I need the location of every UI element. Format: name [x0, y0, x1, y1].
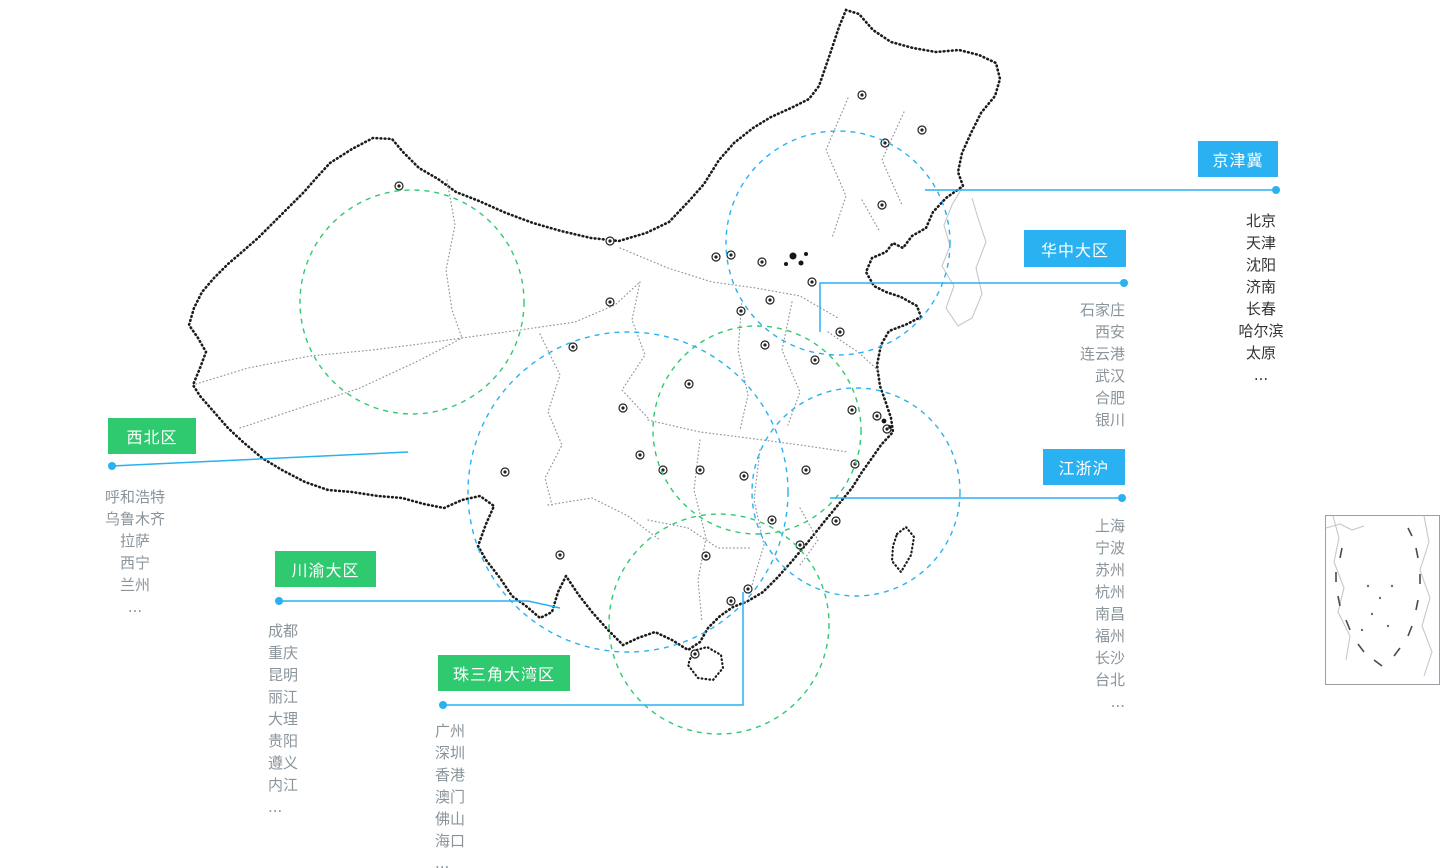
city-item: 佛山	[435, 810, 466, 828]
city-item: 乌鲁木齐	[104, 510, 165, 528]
city-item: 大理	[268, 710, 299, 728]
city-item: 连云港	[1079, 345, 1125, 363]
city-item: 广州	[435, 722, 466, 740]
city-item: 成都	[268, 622, 299, 640]
region-label-jiangzhehu[interactable]: 江浙沪	[1043, 449, 1125, 485]
more-indicator: ...	[127, 598, 143, 616]
neighbor-outlines	[941, 185, 987, 327]
city-item: 遵义	[268, 754, 299, 772]
city-list-jingjinji: 北京 天津 沈阳 济南 长春 哈尔滨 太原 ...	[1196, 210, 1326, 386]
city-item: 内江	[268, 776, 299, 794]
circle-xibei	[299, 189, 525, 415]
city-item: 拉萨	[119, 532, 150, 550]
more-indicator: ...	[268, 798, 283, 816]
city-item: 深圳	[435, 744, 466, 762]
city-item: 长春	[1245, 300, 1276, 318]
city-list-huazhong: 石家庄 西安 连云港 武汉 合肥 银川	[975, 299, 1125, 431]
taiwan-island	[890, 525, 916, 574]
city-list-xibei: 呼和浩特 乌鲁木齐 拉萨 西宁 兰州 ...	[70, 486, 200, 618]
city-item: 济南	[1245, 278, 1276, 296]
city-item: 重庆	[268, 644, 299, 662]
region-label-zhusanjiao[interactable]: 珠三角大湾区	[438, 655, 570, 691]
city-item: 银川	[1094, 411, 1125, 429]
city-markers	[394, 90, 927, 659]
city-item: 西安	[1094, 323, 1125, 341]
city-item: 武汉	[1094, 367, 1125, 385]
circle-chuanyu	[467, 331, 789, 653]
city-item: 呼和浩特	[104, 488, 165, 506]
region-label-xibei[interactable]: 西北区	[108, 418, 196, 454]
city-item: 昆明	[268, 666, 299, 684]
city-item: 宁波	[1094, 539, 1125, 557]
city-item: 长沙	[1094, 649, 1125, 667]
city-item: 哈尔滨	[1238, 322, 1284, 340]
south-china-sea-inset	[1325, 515, 1440, 685]
city-item: 沈阳	[1245, 256, 1276, 274]
city-item: 台北	[1094, 671, 1125, 689]
city-item: 西宁	[119, 554, 150, 572]
city-item: 澳门	[435, 788, 466, 806]
circle-jingjinji	[725, 130, 951, 356]
china-outline	[187, 8, 1002, 682]
city-item: 北京	[1245, 212, 1276, 230]
city-item: 苏州	[1094, 561, 1125, 579]
city-item: 丽江	[268, 688, 299, 706]
province-borders	[195, 97, 905, 623]
city-item: 杭州	[1094, 583, 1125, 601]
city-list-zhusanjiao: 广州 深圳 香港 澳门 佛山 海口 ...	[435, 720, 555, 868]
city-item: 天津	[1245, 234, 1276, 252]
region-label-jingjinji[interactable]: 京津冀	[1198, 141, 1278, 177]
region-label-chuanyu[interactable]: 川渝大区	[275, 551, 376, 587]
city-item: 太原	[1245, 344, 1276, 362]
city-item: 香港	[435, 766, 466, 784]
city-item: 海口	[435, 832, 466, 850]
hainan-island	[686, 645, 725, 682]
circle-zhusanjiao	[608, 513, 830, 735]
city-item: 兰州	[119, 576, 150, 594]
city-item: 南昌	[1094, 605, 1125, 623]
city-list-chuanyu: 成都 重庆 昆明 丽江 大理 贵阳 遵义 内江 ...	[268, 620, 388, 818]
connector-lines	[108, 186, 1280, 709]
circle-huazhong	[652, 325, 862, 535]
more-indicator: ...	[1253, 366, 1269, 384]
city-item: 贵阳	[268, 732, 299, 750]
more-indicator: ...	[1110, 693, 1125, 711]
circle-jiangzhehu	[751, 387, 961, 597]
more-indicator: ...	[435, 854, 450, 868]
city-item: 福州	[1094, 627, 1125, 645]
city-list-jiangzhehu: 上海 宁波 苏州 杭州 南昌 福州 长沙 台北 ...	[975, 515, 1125, 713]
city-item: 石家庄	[1079, 301, 1125, 319]
city-item: 合肥	[1094, 389, 1125, 407]
region-label-huazhong[interactable]: 华中大区	[1024, 230, 1126, 267]
city-item: 上海	[1094, 517, 1125, 535]
region-circles	[299, 130, 961, 735]
